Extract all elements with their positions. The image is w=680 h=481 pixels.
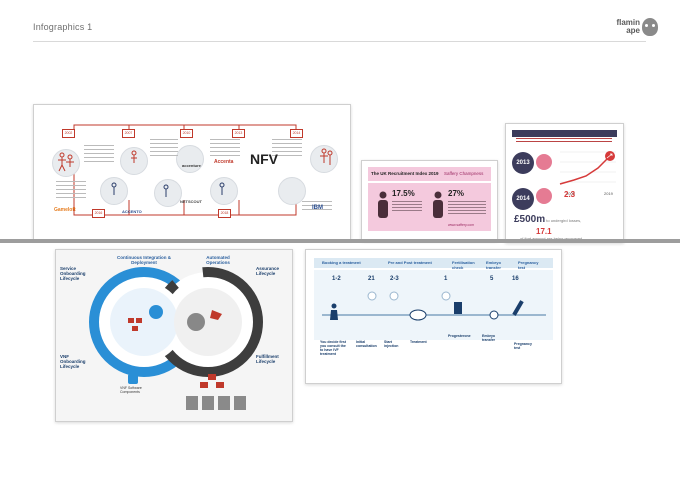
ivf-icons <box>330 291 524 321</box>
ivf-timeline-card[interactable]: Booking a treatment Pre and Post treatme… <box>305 249 562 384</box>
stat-17-5: 17.5% <box>392 189 415 198</box>
timeline-text-block <box>272 139 302 159</box>
timeline-text-block <box>56 181 86 199</box>
timeline-text-block <box>210 139 240 157</box>
person-icon <box>378 191 388 218</box>
ivf-number-0: 1-2 <box>332 276 341 282</box>
ivf-caption-3: Treatment <box>410 340 427 344</box>
stick-figures-icon <box>58 148 333 197</box>
timeline-year-2: 2010 <box>180 129 193 138</box>
people-illustration <box>52 149 80 177</box>
person-icon <box>433 191 443 218</box>
big-figure-17-1: 17.1 <box>536 227 552 236</box>
ivf-number-2: 2-3 <box>390 276 399 282</box>
finance-infographic-card[interactable]: 2013 2014 2009 2019 2.3 £500m to undergi… <box>505 123 624 243</box>
ivf-number-3: 1 <box>444 276 448 282</box>
ivf-caption-0: You decide first you consult the to have… <box>320 340 346 356</box>
timeline-year-5: 2016 <box>92 209 105 218</box>
vnf-onboarding-label: VNF Onboarding Lifecycle <box>60 354 86 369</box>
timeline-infographic-card[interactable]: 2002 2007 2010 2013 2014 2016 2018 Gamel… <box>33 104 351 240</box>
brand-ibm: IBM <box>312 205 323 211</box>
year-circle-2014: 2014 <box>512 188 534 210</box>
timeline-year-0: 2002 <box>62 129 75 138</box>
brand-accenture: accenture <box>182 163 201 168</box>
recruitment-index-card[interactable]: The UK Recruitment Index 2019 Saffery Ch… <box>361 160 498 241</box>
big-figure-500m-value: £500m <box>514 214 546 225</box>
ivf-caption-1: Initial consultation <box>356 340 377 348</box>
x-axis-label-2019: 2019 <box>604 191 613 196</box>
monkey-face-icon <box>642 18 658 36</box>
header-title: Infographics 1 <box>33 22 93 32</box>
ivf-caption-4: Progesterone <box>448 334 471 338</box>
people-illustration <box>278 177 306 205</box>
stat-text <box>448 201 486 215</box>
big-figure-500m: £500m to undergird losses, <box>514 214 581 225</box>
cicd-loop-diagram <box>89 267 263 377</box>
brand-nfv: NFV <box>250 151 278 167</box>
cicd-diagram-card[interactable]: Continuous Integration & Deployment Auto… <box>55 249 293 422</box>
brand-netscout: NETSCOUT <box>180 199 202 204</box>
service-onboarding-label: Service Onboarding Lifecycle <box>60 266 86 281</box>
finance-intro-text <box>516 138 612 144</box>
brand-accenta: Accenta <box>214 159 234 165</box>
brand-accento: ACCENTO <box>122 209 142 214</box>
pink-badge <box>536 154 552 170</box>
year-2013-label: 2013 <box>516 160 530 166</box>
timeline-year-1: 2007 <box>122 129 135 138</box>
timeline-text-block <box>150 139 178 157</box>
recruitment-header: The UK Recruitment Index 2019 Saffery Ch… <box>368 167 491 181</box>
brand-gameloft: Gameloft <box>54 207 76 213</box>
timeline-year-4: 2014 <box>290 129 303 138</box>
ivf-header-band <box>314 258 553 268</box>
ivf-step-label-2: Fertilisation check <box>452 260 475 270</box>
section-divider <box>0 239 680 243</box>
recruitment-subtitle: Saffery Champness <box>444 171 484 176</box>
timeline-text-block <box>84 145 114 165</box>
timeline-year-6: 2018 <box>218 209 231 218</box>
ivf-number-5: 16 <box>512 276 519 282</box>
big-figure-17-1-value: 17.1 <box>536 227 552 236</box>
ivf-step-label-0: Booking a treatment <box>322 260 361 265</box>
ivf-step-label-1: Pre and Post treatment <box>388 260 432 265</box>
vnf-components-icon <box>128 374 138 384</box>
stat-text <box>392 201 422 211</box>
ivf-mid-band <box>314 270 553 340</box>
ivf-caption-6: Pregnancy test <box>514 342 532 350</box>
stat-2-3: 2.3 <box>564 190 576 199</box>
year-circle-2013: 2013 <box>512 152 534 174</box>
server-stack-icon <box>186 374 246 410</box>
timeline-text-block <box>302 201 332 213</box>
logo-text: flamin ape <box>616 18 640 35</box>
pink-badge <box>536 188 552 204</box>
ivf-number-4: 5 <box>490 276 494 282</box>
people-illustration <box>310 145 338 173</box>
ci-title: Continuous Integration & Deployment <box>117 255 171 265</box>
people-illustration <box>210 177 238 205</box>
year-2014-label: 2014 <box>516 196 530 202</box>
stat-27: 27% <box>448 189 465 198</box>
growth-line-chart <box>559 151 616 185</box>
recruitment-title: The UK Recruitment Index 2019 <box>371 171 439 176</box>
vnf-components-label: VNF Software Components <box>120 386 142 394</box>
assurance-label: Assurance Lifecycle <box>256 266 280 276</box>
brand-logo[interactable]: flamin ape <box>610 15 658 43</box>
people-illustration <box>176 145 204 173</box>
x-axis-label-2009: 2009 <box>566 191 575 196</box>
recruitment-url[interactable]: www.saffery.com <box>448 223 475 227</box>
ivf-number-1: 21 <box>368 276 375 282</box>
finance-footer-line1: to undergird losses, <box>546 218 582 223</box>
ivf-step-label-4: Pregnancy test <box>518 260 539 270</box>
ops-title: Automated Operations <box>206 255 230 265</box>
finance-top-bar <box>512 130 617 137</box>
timeline-year-3: 2013 <box>232 129 245 138</box>
ivf-caption-5: Embryo transfer <box>482 334 496 342</box>
finance-footer-line2: of that amount are being recovered <box>520 236 582 241</box>
ivf-track-line <box>322 314 546 316</box>
ivf-caption-2: Start injection <box>384 340 399 348</box>
header-divider <box>33 41 646 42</box>
ivf-step-label-3: Embryo transfer <box>486 260 501 270</box>
people-illustration <box>154 179 182 207</box>
fulfillment-label: Fulfillment Lifecycle <box>256 354 279 364</box>
